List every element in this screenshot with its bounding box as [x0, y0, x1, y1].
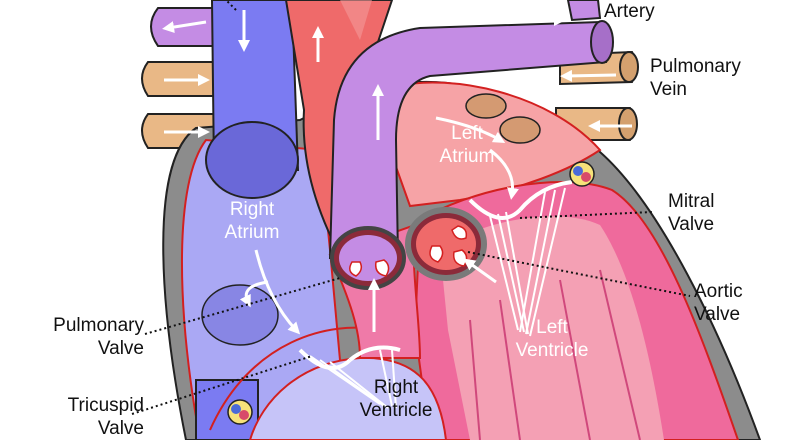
label-left-ventricle-line1: Left: [536, 317, 568, 338]
papillary-muscles: [469, 269, 641, 440]
av-node: [227, 399, 253, 425]
left-ventricle-cavity: [440, 216, 664, 440]
flow-arrows: [162, 10, 632, 335]
pulmonary-vein-opening-2: [499, 116, 541, 144]
label-pulmonary-valve-line1: Pulmonary: [53, 315, 144, 336]
aortic-valve: [405, 207, 487, 281]
label-right-ventricle-line1: Right: [373, 377, 419, 398]
pulmonary-vein-opening: [465, 93, 507, 119]
label-pulmonary-artery: Artery: [604, 0, 655, 23]
pulmonary-artery-opening: [590, 20, 614, 64]
label-aortic-valve-line1: Aortic: [694, 281, 743, 302]
label-mitral-valve-line1: Mitral: [668, 191, 715, 212]
label-right-atrium: Right Atrium: [210, 198, 294, 244]
label-tricuspid-valve: Tricuspid Valve: [30, 394, 144, 440]
label-left-ventricle: Left Ventricle: [500, 316, 604, 362]
label-pulmonary-vein-line2: Vein: [650, 79, 687, 100]
label-pulmonary-artery-line2: Artery: [604, 1, 655, 22]
label-pulmonary-valve: Pulmonary Valve: [22, 314, 144, 360]
label-pulmonary-vein: Pulmonary Vein: [650, 55, 741, 101]
label-right-atrium-line2: Atrium: [224, 222, 280, 243]
mitral-valve: [468, 180, 573, 337]
label-left-atrium: Left Atrium: [428, 122, 506, 168]
label-mitral-valve: Mitral Valve: [668, 190, 714, 236]
sa-node: [569, 161, 595, 187]
label-aortic-valve-line2: Valve: [694, 304, 741, 325]
label-tricuspid-valve-line2: Valve: [97, 418, 144, 439]
label-pulmonary-valve-line2: Valve: [97, 338, 144, 359]
label-left-atrium-line2: Atrium: [439, 146, 495, 167]
label-right-ventricle: Right Ventricle: [344, 376, 448, 422]
vena-cava-lower-opening: [201, 284, 279, 346]
label-left-atrium-line1: Left: [451, 123, 483, 144]
label-right-ventricle-line2: Ventricle: [359, 400, 433, 421]
pulmonary-artery: [328, 20, 608, 259]
label-mitral-valve-line2: Valve: [668, 214, 715, 235]
label-left-ventricle-line2: Ventricle: [515, 340, 589, 361]
label-tricuspid-valve-line1: Tricuspid: [67, 395, 144, 416]
vena-cava-opening: [205, 121, 299, 199]
label-pulmonary-vein-line1: Pulmonary: [650, 56, 741, 77]
label-right-atrium-line1: Right: [229, 199, 275, 220]
tricuspid-valve: [298, 345, 401, 409]
pulmonary-valve: [330, 226, 406, 290]
label-aortic-valve: Aortic Valve: [694, 280, 743, 326]
leader-lines: [131, 0, 691, 415]
